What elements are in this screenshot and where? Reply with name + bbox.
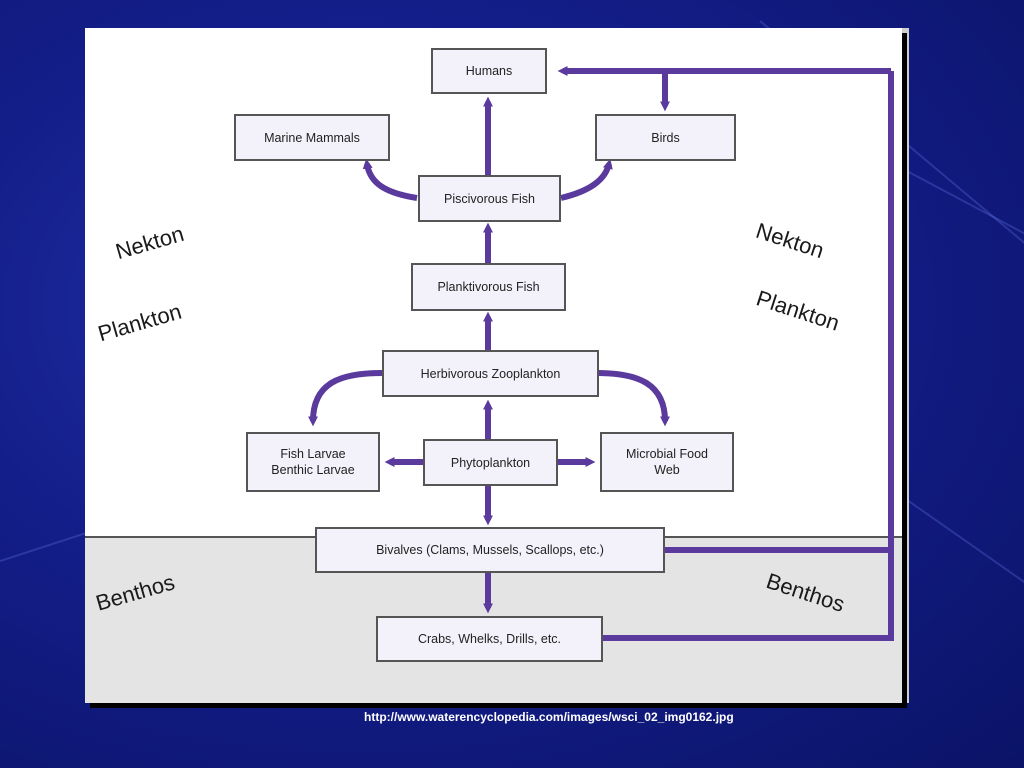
arrow-crabs-return	[603, 71, 894, 641]
flow-arrows	[308, 66, 894, 641]
node-fish-larvae: Fish Larvae Benthic Larvae	[246, 432, 380, 492]
arrow-herbivorous-to-larvae	[308, 370, 383, 427]
node-crabs: Crabs, Whelks, Drills, etc.	[376, 616, 603, 662]
node-phytoplankton: Phytoplankton	[423, 439, 558, 486]
node-planktivorous-fish: Planktivorous Fish	[411, 263, 566, 311]
node-marine-mammals: Marine Mammals	[234, 114, 390, 161]
source-url-caption: http://www.waterencyclopedia.com/images/…	[364, 710, 734, 724]
node-piscivorous-fish: Piscivorous Fish	[418, 175, 561, 222]
arrow-piscivorous-to-mammals	[362, 158, 418, 201]
node-humans: Humans	[431, 48, 547, 94]
food-web-diagram: Humans Marine Mammals Birds Piscivorous …	[85, 28, 902, 703]
arrow-piscivorous-to-birds	[560, 158, 613, 201]
arrow-herbivorous-to-microbial	[596, 370, 670, 427]
node-microbial-food-web: Microbial Food Web	[600, 432, 734, 492]
node-bivalves: Bivalves (Clams, Mussels, Scallops, etc.…	[315, 527, 665, 573]
node-herbivorous-zooplankton: Herbivorous Zooplankton	[382, 350, 599, 397]
node-birds: Birds	[595, 114, 736, 161]
